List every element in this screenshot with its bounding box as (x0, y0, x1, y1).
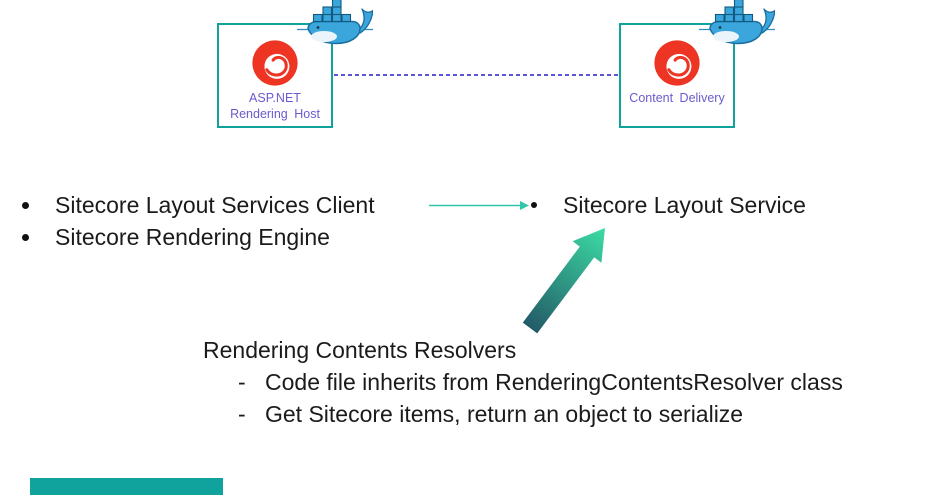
dash-marker: - (238, 401, 246, 427)
note-item: - Code file inherits from RenderingConte… (238, 366, 843, 398)
dashed-connector-line (334, 74, 619, 76)
note-item-label: Code file inherits from RenderingContent… (265, 369, 843, 395)
bullet-dot-icon (22, 233, 29, 241)
list-item-label: Sitecore Layout Service (563, 191, 806, 218)
bullet-dot-icon (531, 202, 537, 208)
note-item: - Get Sitecore items, return an object t… (238, 398, 843, 430)
bullet-dot-icon (22, 201, 29, 209)
node-label: ASP.NET Rendering Host (230, 91, 320, 122)
list-item-label: Sitecore Layout Services Client (55, 191, 375, 218)
note-item-label: Get Sitecore items, return an object to … (265, 401, 744, 427)
list-item: Sitecore Layout Services Client (20, 189, 375, 221)
list-item-label: Sitecore Rendering Engine (55, 223, 330, 250)
node-content-delivery: Content Delivery (619, 23, 735, 128)
right-bullet-item: Sitecore Layout Service (531, 191, 806, 219)
thin-arrow-icon (429, 201, 529, 210)
notes-block: Rendering Contents Resolvers - Code file… (203, 334, 843, 430)
node-label: Content Delivery (629, 91, 724, 107)
notes-title: Rendering Contents Resolvers (203, 337, 517, 363)
docker-whale-icon (699, 0, 775, 47)
node-aspnet-rendering-host: ASP.NET Rendering Host (217, 23, 333, 128)
node-label-line1: ASP.NET (249, 91, 301, 105)
docker-whale-icon (297, 0, 373, 47)
sitecore-logo-icon (652, 38, 702, 88)
node-label-line2: Rendering Host (230, 106, 320, 121)
node-label-line1: Content Delivery (629, 91, 725, 105)
dash-marker: - (238, 369, 246, 395)
list-item: Sitecore Rendering Engine (20, 221, 375, 253)
bottom-accent-bar (30, 478, 223, 495)
sitecore-logo-icon (250, 38, 300, 88)
big-gradient-arrow-icon (522, 228, 605, 334)
left-bullet-list: Sitecore Layout Services Client Sitecore… (20, 189, 375, 253)
